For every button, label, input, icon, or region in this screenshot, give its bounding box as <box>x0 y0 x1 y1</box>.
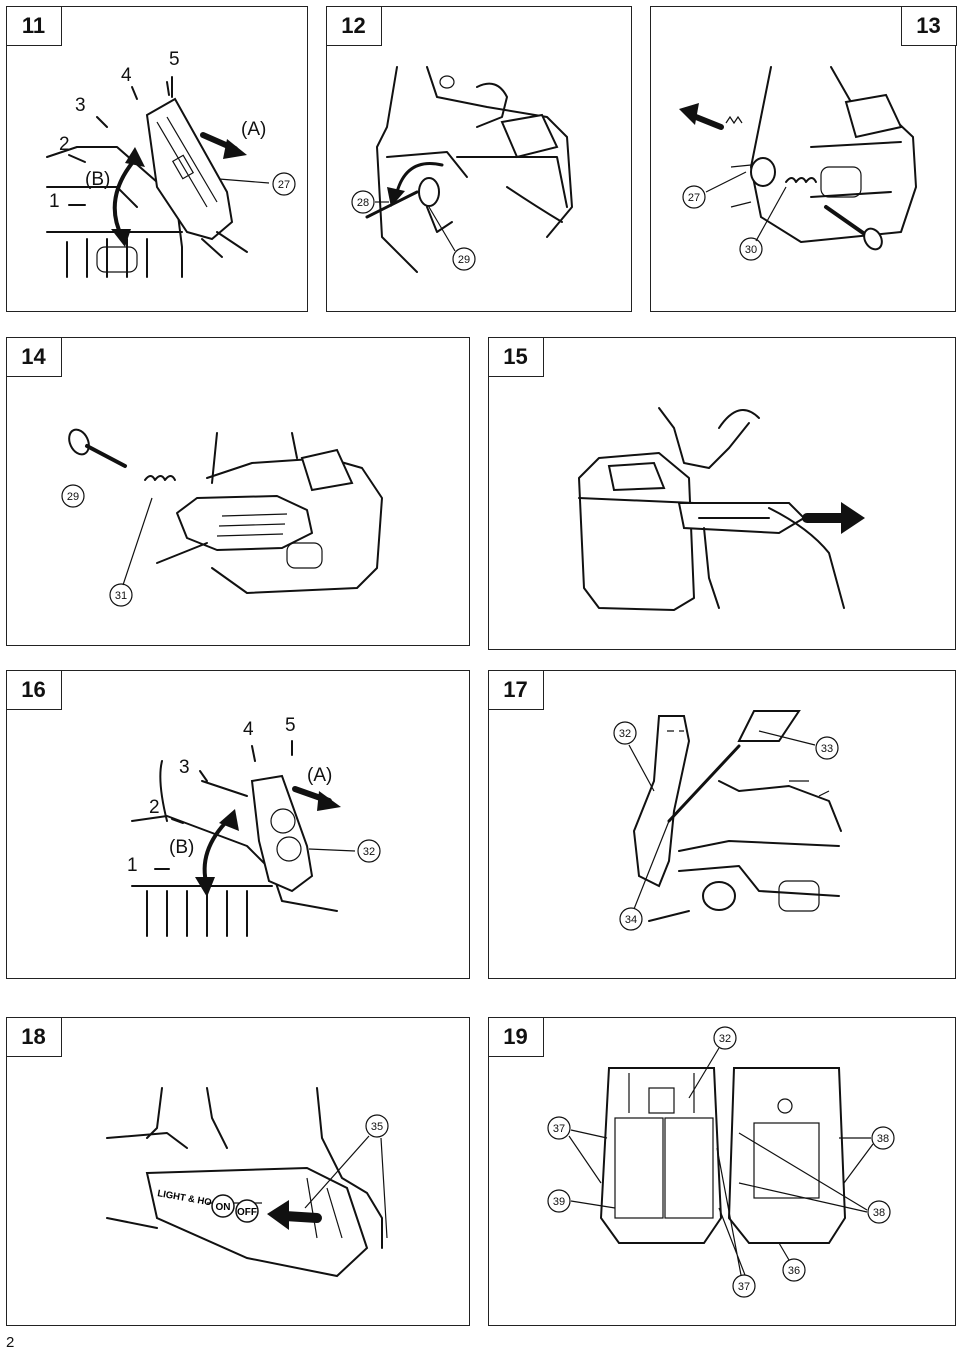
figure-16-illustration: 1 2 3 4 5 (A) (B) 32 <box>127 715 381 937</box>
label-4: 4 <box>121 65 132 86</box>
label-a: (A) <box>307 765 332 786</box>
label-5: 5 <box>285 715 296 736</box>
label-4: 4 <box>243 719 254 740</box>
figure-16: 16 1 2 3 4 5 (A) (B) 32 <box>5 669 470 979</box>
figure-15-illustration <box>578 407 865 611</box>
figure-19-illustration: 32 37 38 39 38 36 37 <box>547 1026 895 1298</box>
callout-27: 27 <box>688 192 700 204</box>
figure-11: 11 1 2 3 4 5 (A) (B) <box>5 5 308 312</box>
figure-12-illustration: 28 29 <box>351 66 573 273</box>
callout-36: 36 <box>788 1265 800 1277</box>
callout-34: 34 <box>625 914 637 926</box>
figure-12: 12 28 29 <box>325 5 632 312</box>
label-1: 1 <box>127 855 138 876</box>
figure-number: 14 <box>5 336 62 377</box>
figure-14-illustration: 29 31 <box>61 428 383 607</box>
figure-13-illustration: 27 30 <box>679 66 917 261</box>
figure-15: 15 <box>487 336 956 650</box>
callout-38-top: 38 <box>877 1133 889 1145</box>
callout-31: 31 <box>115 590 127 602</box>
figure-11-illustration: 1 2 3 4 5 (A) (B) 27 <box>46 49 296 278</box>
callout-35: 35 <box>371 1121 383 1133</box>
label-2: 2 <box>59 134 70 155</box>
callout-28: 28 <box>357 197 369 209</box>
label-2: 2 <box>149 797 160 818</box>
callout-32: 32 <box>363 846 375 858</box>
figure-number: 17 <box>487 669 544 710</box>
figure-18: 18 LIGHT & HOOK ON OFF 35 <box>5 1016 470 1326</box>
callout-33: 33 <box>821 743 833 755</box>
label-3: 3 <box>75 95 86 116</box>
figure-17: 17 32 33 34 <box>487 669 956 979</box>
off-button: OFF <box>237 1207 257 1218</box>
callout-37-bottom: 37 <box>738 1281 750 1293</box>
label-5: 5 <box>169 49 180 70</box>
figure-number: 19 <box>487 1016 544 1057</box>
figure-18-illustration: LIGHT & HOOK ON OFF 35 <box>106 1087 389 1278</box>
callout-29: 29 <box>67 491 79 503</box>
label-1: 1 <box>49 191 60 212</box>
on-button: ON <box>216 1202 231 1213</box>
figure-number: 18 <box>5 1016 62 1057</box>
figure-19: 19 32 37 38 39 38 36 37 <box>487 1016 956 1326</box>
callout-32: 32 <box>719 1033 731 1045</box>
label-a: (A) <box>241 119 266 140</box>
callout-32: 32 <box>619 728 631 740</box>
figure-number: 12 <box>325 5 382 46</box>
callout-29: 29 <box>458 254 470 266</box>
label-b: (B) <box>85 169 110 190</box>
callout-38-bottom: 38 <box>873 1207 885 1219</box>
page-number: 2 <box>6 1334 15 1351</box>
figure-number: 13 <box>900 5 957 46</box>
callout-30: 30 <box>745 244 757 256</box>
figure-number: 11 <box>5 5 62 46</box>
figure-number: 15 <box>487 336 544 377</box>
callout-39: 39 <box>553 1196 565 1208</box>
figure-17-illustration: 32 33 34 <box>613 710 842 931</box>
callout-37-top: 37 <box>553 1123 565 1135</box>
label-b: (B) <box>169 837 194 858</box>
figure-13: 13 27 30 <box>650 5 957 312</box>
figure-14: 14 29 31 <box>5 336 470 646</box>
label-3: 3 <box>179 757 190 778</box>
figure-number: 16 <box>5 669 62 710</box>
callout-27: 27 <box>278 179 290 191</box>
